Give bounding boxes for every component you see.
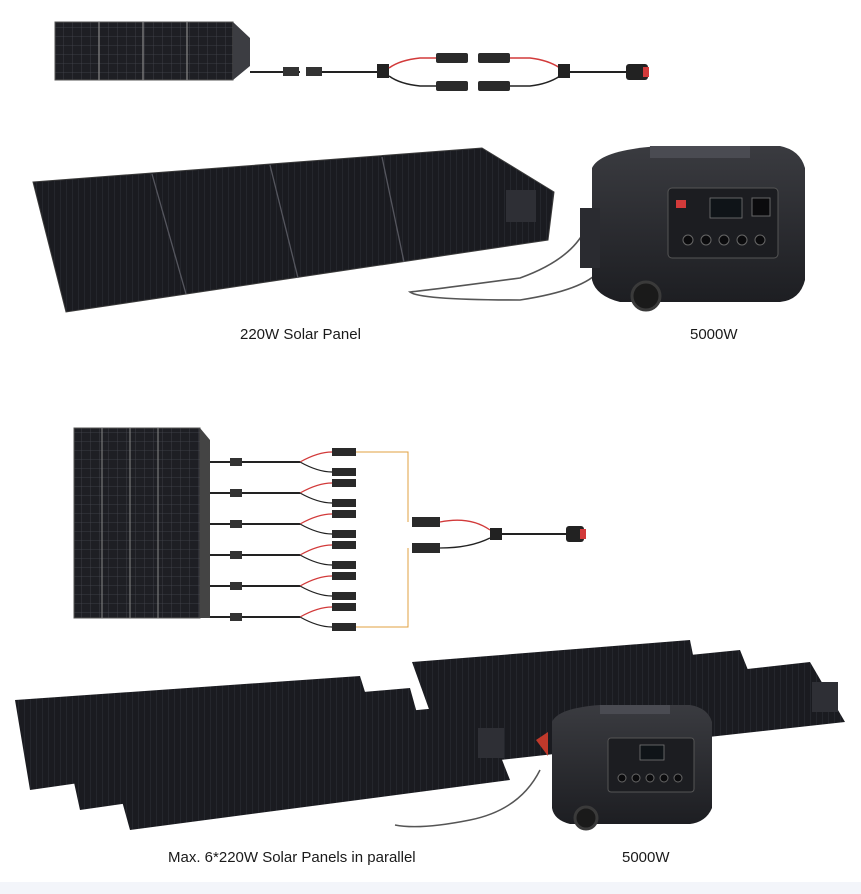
single-station-caption: 5000W — [690, 326, 738, 343]
single-panel-caption: 220W Solar Panel — [240, 326, 361, 343]
parallel-panels-caption: Max. 6*220W Solar Panels in parallel — [168, 849, 416, 866]
y-branch-connector-icon — [250, 53, 649, 91]
parallel-wiring-icon — [210, 448, 586, 631]
power-station-icon-bottom — [536, 705, 712, 831]
solar-cable — [407, 229, 601, 301]
solar-panel-group-icon — [15, 640, 845, 830]
power-station-icon — [580, 146, 805, 312]
parallel-station-caption: 5000W — [622, 849, 670, 866]
solar-cable-bottom — [394, 769, 541, 828]
stacked-solar-panels-icon — [73, 427, 210, 619]
footer-strip — [0, 882, 861, 894]
folded-solar-panel-icon — [54, 21, 250, 81]
solar-panel-icon — [32, 147, 555, 313]
